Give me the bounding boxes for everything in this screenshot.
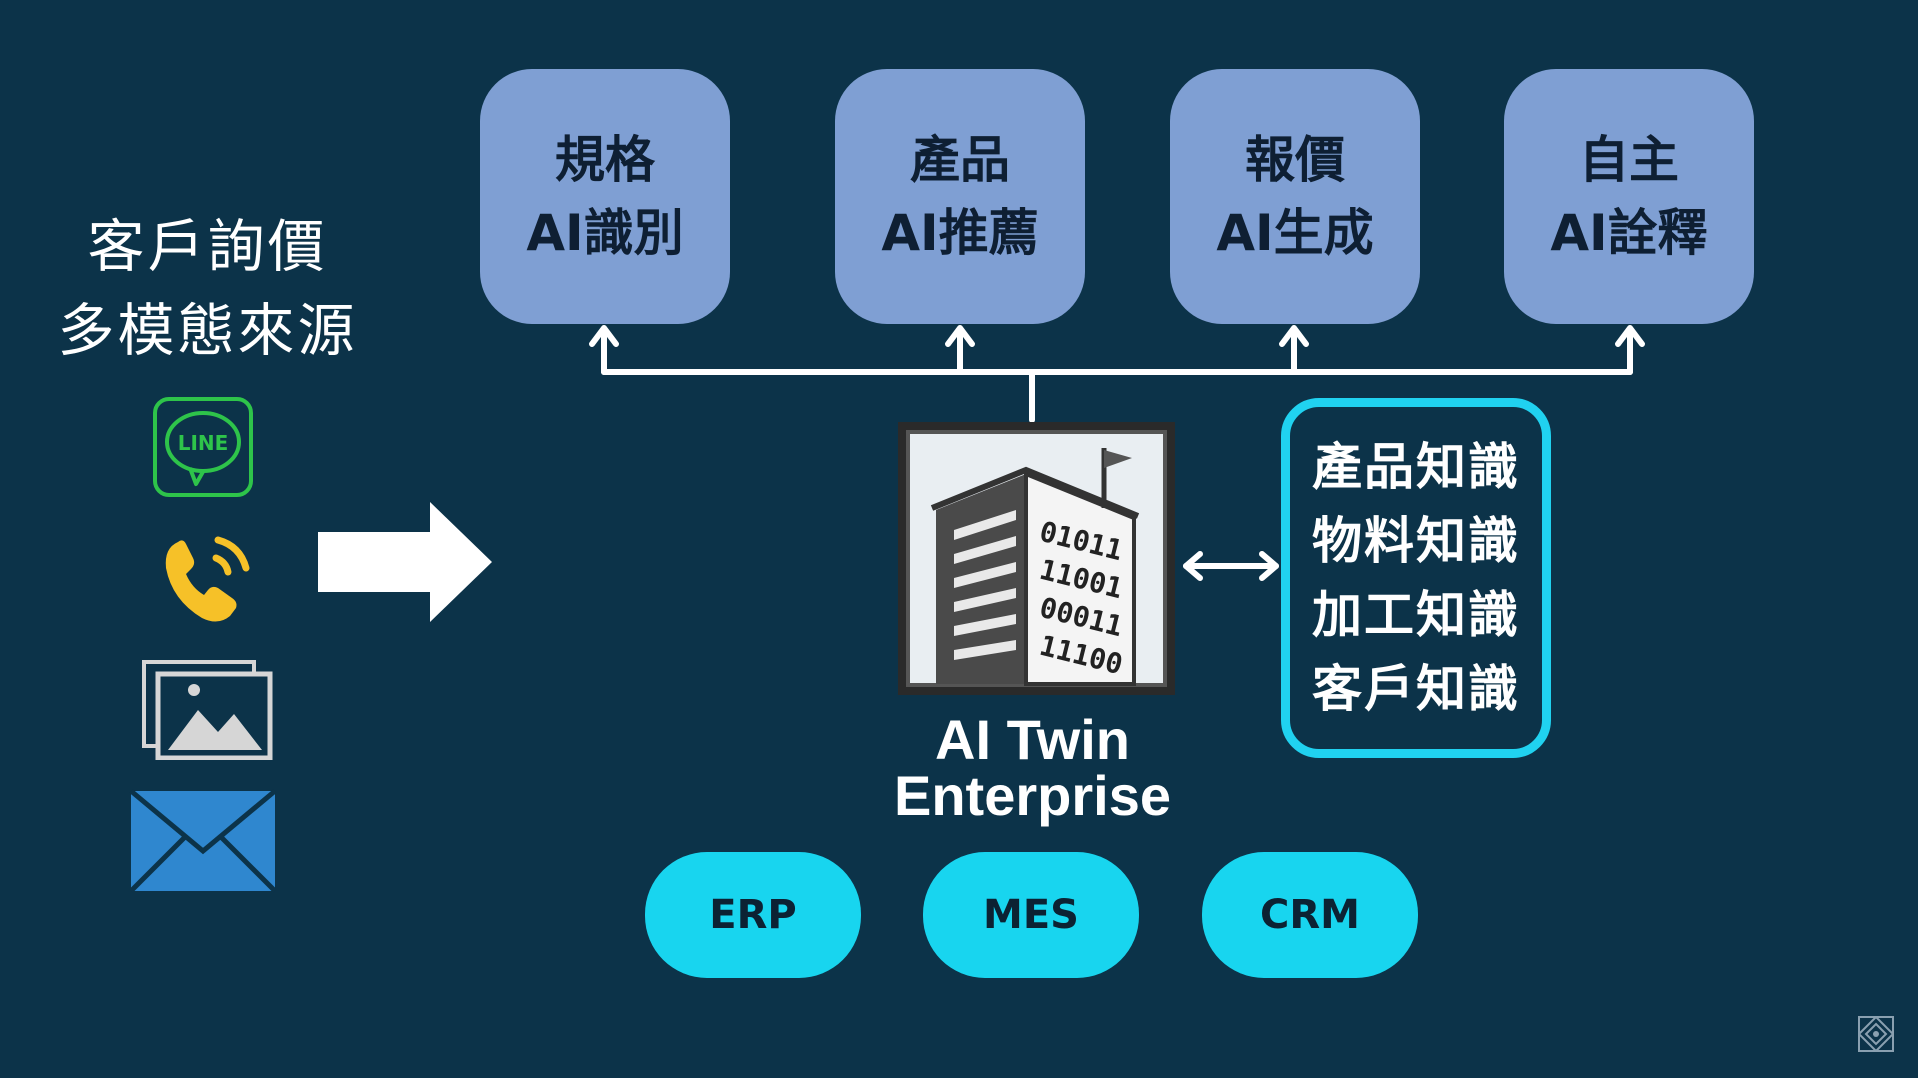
enterprise-building-icon: 01011 11001 00011 11100 bbox=[898, 422, 1175, 695]
corner-pattern-icon bbox=[1858, 1016, 1894, 1052]
capability-line2: AI識別 bbox=[526, 203, 684, 262]
system-mes: MES bbox=[923, 852, 1139, 978]
source-title-line2: 多模態來源 bbox=[57, 298, 358, 364]
capability-line2: AI詮釋 bbox=[1550, 203, 1708, 262]
capability-line2: AI生成 bbox=[1216, 203, 1374, 262]
system-erp: ERP bbox=[645, 852, 861, 978]
email-icon bbox=[129, 789, 277, 893]
capability-line1: 報價 bbox=[1245, 130, 1345, 189]
capability-product-recommendation: 產品 AI推薦 bbox=[835, 69, 1085, 324]
knowledge-item: 產品知識 bbox=[1312, 438, 1520, 496]
knowledge-item: 加工知識 bbox=[1312, 586, 1520, 644]
phone-icon bbox=[165, 536, 250, 622]
image-icon bbox=[142, 660, 273, 760]
knowledge-item: 客戶知識 bbox=[1312, 660, 1520, 718]
source-title: 客戶詢價 多模態來源 bbox=[30, 205, 385, 373]
capability-line1: 規格 bbox=[555, 130, 655, 189]
knowledge-box: 產品知識 物料知識 加工知識 客戶知識 bbox=[1281, 398, 1551, 758]
line-icon-label: LINE bbox=[178, 431, 229, 455]
capability-line2: AI推薦 bbox=[881, 203, 1039, 262]
capability-quote-generation: 報價 AI生成 bbox=[1170, 69, 1420, 324]
flow-arrow-right bbox=[318, 502, 492, 622]
line-app-icon: LINE bbox=[153, 397, 253, 497]
capability-autonomous-interpretation: 自主 AI詮釋 bbox=[1504, 69, 1754, 324]
knowledge-item: 物料知識 bbox=[1312, 512, 1520, 570]
capability-line1: 產品 bbox=[910, 130, 1010, 189]
capability-line1: 自主 bbox=[1579, 130, 1679, 189]
capability-spec-recognition: 規格 AI識別 bbox=[480, 69, 730, 324]
system-crm: CRM bbox=[1202, 852, 1418, 978]
core-label-line1: AI Twin bbox=[935, 708, 1130, 771]
source-title-line1: 客戶詢價 bbox=[87, 214, 328, 280]
core-label-line2: Enterprise bbox=[894, 764, 1171, 827]
core-label: AI Twin Enterprise bbox=[840, 712, 1225, 824]
